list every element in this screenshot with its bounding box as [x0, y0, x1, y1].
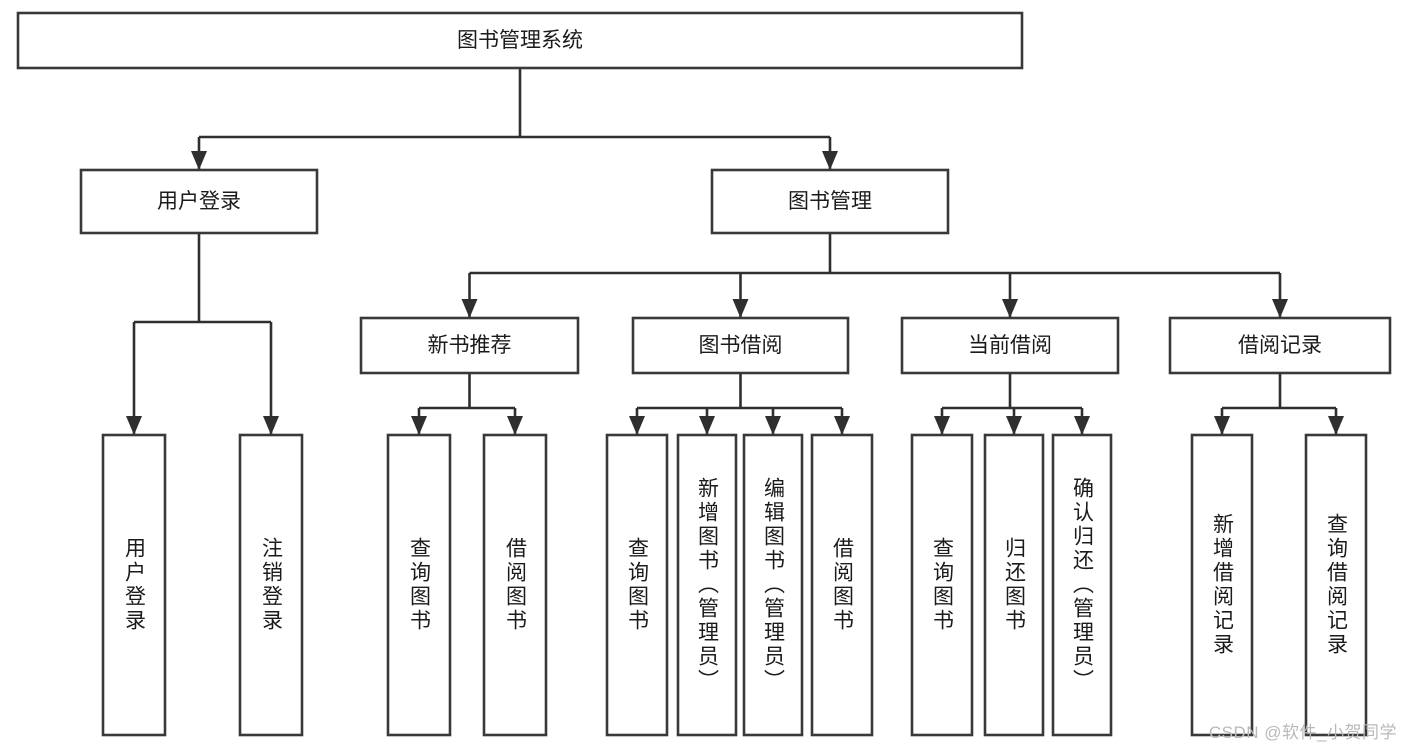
- node-label-borrow-record: 借阅记录: [1238, 334, 1322, 357]
- node-box-leaf-query-borrow-record[interactable]: [1304, 433, 1368, 737]
- node-label-book-borrow: 图书借阅: [699, 334, 783, 357]
- node-box-leaf-user-login[interactable]: [101, 433, 167, 737]
- node-box-leaf-borrow-book-borrow[interactable]: [810, 433, 874, 737]
- arrow-head-icon: [822, 151, 838, 170]
- node-box-leaf-return-book[interactable]: [983, 433, 1045, 737]
- arrow-head-icon: [507, 416, 523, 435]
- boxes-layer: [16, 11, 1392, 737]
- arrow-head-icon: [191, 151, 207, 170]
- connectors-layer: [126, 68, 1344, 435]
- node-label-new-book-recommend: 新书推荐: [428, 334, 512, 357]
- node-box-leaf-edit-book-admin[interactable]: [742, 433, 804, 737]
- arrow-head-icon: [126, 416, 142, 435]
- node-box-user-login[interactable]: [79, 168, 319, 235]
- node-box-leaf-query-book-borrow[interactable]: [605, 433, 669, 737]
- node-label-current-borrow: 当前借阅: [968, 334, 1052, 357]
- node-box-borrow-record[interactable]: [1168, 316, 1392, 375]
- node-label-root: 图书管理系统: [457, 29, 583, 52]
- arrow-head-icon: [1006, 416, 1022, 435]
- node-box-new-book-recommend[interactable]: [359, 316, 580, 375]
- node-box-leaf-borrow-book-recommend[interactable]: [482, 433, 548, 737]
- node-box-root[interactable]: [16, 11, 1024, 70]
- arrow-head-icon: [834, 416, 850, 435]
- node-label-book-management: 图书管理: [788, 190, 872, 213]
- arrow-head-icon: [1272, 299, 1288, 318]
- arrow-head-icon: [1214, 416, 1230, 435]
- arrow-head-icon: [765, 416, 781, 435]
- node-box-leaf-query-book-current[interactable]: [910, 433, 974, 737]
- node-box-leaf-logout-login[interactable]: [238, 433, 304, 737]
- node-box-leaf-add-borrow-record[interactable]: [1190, 433, 1254, 737]
- arrow-head-icon: [1074, 416, 1090, 435]
- node-box-current-borrow[interactable]: [900, 316, 1120, 375]
- node-box-leaf-confirm-return-admin[interactable]: [1051, 433, 1113, 737]
- node-box-book-management[interactable]: [710, 168, 950, 235]
- arrow-head-icon: [629, 416, 645, 435]
- node-box-leaf-query-book-recommend[interactable]: [386, 433, 452, 737]
- node-box-book-borrow[interactable]: [631, 316, 850, 375]
- arrow-head-icon: [1328, 416, 1344, 435]
- arrow-head-icon: [461, 299, 478, 318]
- csdn-watermark: CSDN @软件_小贺同学: [1208, 723, 1397, 742]
- arrow-head-icon: [699, 416, 715, 435]
- arrow-head-icon: [263, 416, 279, 435]
- arrow-head-icon: [411, 416, 427, 435]
- node-box-leaf-add-book-admin[interactable]: [676, 433, 738, 737]
- arrow-head-icon: [1002, 299, 1018, 318]
- arrow-head-icon: [934, 416, 950, 435]
- node-label-user-login: 用户登录: [157, 190, 241, 213]
- arrow-head-icon: [732, 299, 749, 318]
